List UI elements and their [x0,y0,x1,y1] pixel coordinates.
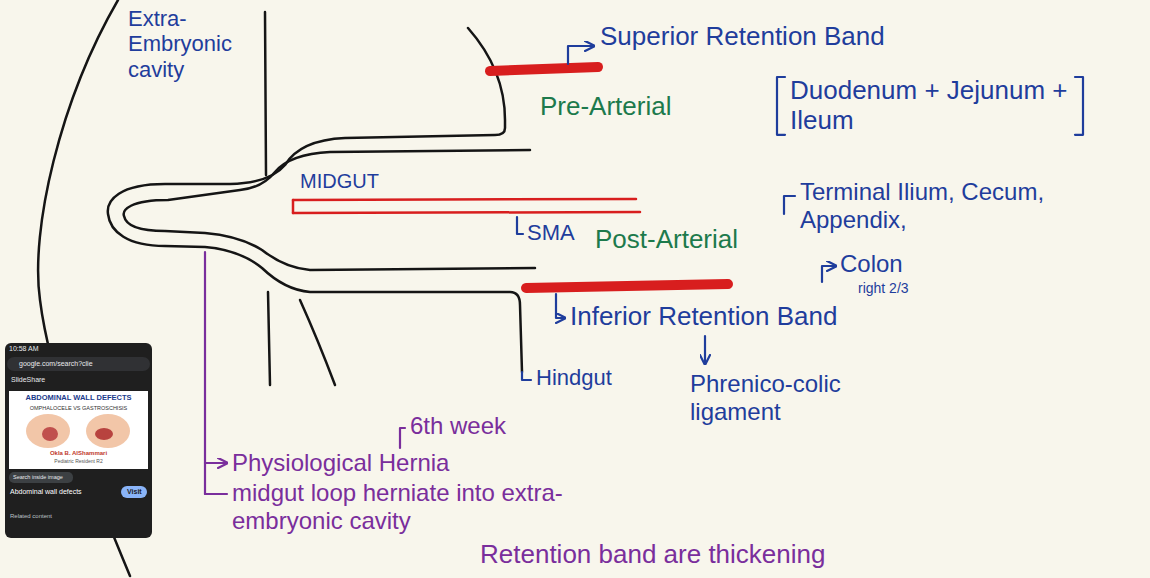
text-slot: OMPHALOCELE VS GASTROSCHISIS [9,405,148,411]
screen-text: Visit [127,488,142,496]
handwritten-note: Hindgut [536,365,612,390]
slide-picture [86,414,130,448]
screen-text: OMPHALOCELE VS GASTROSCHISIS [9,405,148,411]
cord-wall [265,12,266,175]
slide-picture [26,414,70,448]
screen-text: ABDOMINAL WALL DEFECTS [9,394,148,402]
phone-screenshot: 10:58 AM google.com/search?clieSlideShare… [5,343,152,538]
square-bracket [1075,77,1083,135]
label-slot: SMA [527,220,575,245]
text-slot: Pediatric Resident R2 [9,459,148,465]
screen-text: google.com/search?clie [19,360,93,368]
sma-vessel [293,212,640,213]
handwritten-note: Terminal Ilium, Cecum, Appendix, [800,178,1100,233]
label-slot: Phrenico-colic ligament [690,370,900,425]
gut-inner-wall [124,150,535,270]
slide-card [9,391,148,469]
sma-vessel [293,199,636,200]
screen-text: Abdominal wall defects [10,488,82,496]
handwritten-note: Duodenum + Jejunum + Ileum [790,76,1070,136]
handwritten-note: Phrenico-colic ligament [690,370,900,425]
label-slot: Post-Arterial [595,225,738,255]
leader-line [205,493,227,495]
handwritten-note: Pre-Arterial [540,92,671,122]
screen-text: Pediatric Resident R2 [9,459,148,465]
sma-vessel [292,200,295,213]
label-slot: Superior Retention Band [600,22,885,52]
slide-card: ABDOMINAL WALL DEFECTS OMPHALOCELE VS GAS… [9,391,148,469]
handwritten-note: MIDGUT [300,170,379,193]
search-pill [9,472,73,483]
handwritten-note: Post-Arterial [595,225,738,255]
leader-line [400,428,405,448]
label-slot: Retention band are thickening [480,540,825,570]
handwritten-note: 6th week [410,412,506,440]
leader-line [522,372,531,380]
label-slot: Duodenum + Jejunum + Ileum [790,76,1070,136]
screen-text: Search inside image [13,474,63,480]
leader-arrow [205,462,227,464]
handwritten-note: Physiological Hernia [232,449,449,477]
leader-line [517,217,523,234]
leader-arrow [822,266,836,282]
text-slot: Okla B. AlShammari [9,450,148,457]
label-slot: Colon [840,250,903,278]
leader-arrow [556,294,565,318]
inferior-band [526,284,728,288]
screen-text: SlideShare [11,376,45,384]
slide-picture [42,427,58,441]
url-bar [7,357,150,371]
text-slot: ABDOMINAL WALL DEFECTS [9,394,148,402]
text-slot: Visit [127,488,142,496]
superior-band [490,67,598,71]
handwritten-note: Extra- Embryonic cavity [128,6,240,82]
handwritten-note: midgut loop herniate into extra-embryoni… [232,479,572,534]
phone-screen [5,343,152,538]
label-slot: Hindgut [536,365,612,390]
handwritten-note: Retention band are thickening [480,540,825,570]
cord-wall [268,292,270,385]
leader-line [784,196,795,214]
handwritten-note: right 2/3 [858,280,909,296]
label-slot: 6th week [410,412,506,440]
label-slot: right 2/3 [858,279,909,297]
label-slot: midgut loop herniate into extra-embryoni… [232,479,572,534]
screen-text: 10:58 AM [9,345,39,353]
text-slot: 10:58 AM [9,345,39,353]
visit-button [121,486,147,498]
label-slot: Terminal Ilium, Cecum, Appendix, [800,178,1100,233]
leader-arrow [704,336,706,364]
leader-arrow [568,46,594,64]
handwritten-note: Colon [840,250,903,278]
text-slot: Abdominal wall defects [10,488,82,496]
slide-picture [95,428,113,440]
text-slot: SlideShare [11,376,45,384]
handwritten-note: Inferior Retention Band [570,302,837,332]
leader-line [204,252,206,494]
screen-text: Related content [10,513,52,520]
screen-text: Okla B. AlShammari [9,450,148,457]
body-wall [300,300,335,385]
label-slot: MIDGUT [300,170,379,193]
label-slot: Pre-Arterial [540,92,671,122]
text-slot: google.com/search?clie [19,360,93,368]
text-slot: Related content [10,513,52,520]
red-marks [293,67,728,288]
label-slot: Inferior Retention Band [570,302,837,332]
handwritten-note: Superior Retention Band [600,22,885,52]
label-slot: Physiological Hernia [232,449,449,477]
label-slot: Extra- Embryonic cavity [128,6,240,82]
text-slot: Search inside image [13,474,63,480]
phone-screenshot [5,343,152,538]
handwritten-note: SMA [527,220,575,245]
square-bracket [777,77,785,135]
